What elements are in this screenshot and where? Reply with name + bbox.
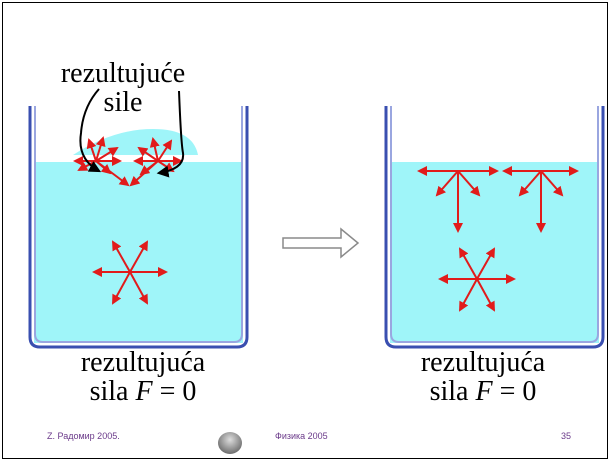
left-vessel-outline bbox=[28, 106, 249, 349]
right-water bbox=[390, 162, 599, 343]
right-caption-suffix: = 0 bbox=[492, 376, 537, 408]
hollow-right-arrow-icon bbox=[282, 227, 360, 259]
left-surface-forces bbox=[73, 136, 183, 187]
left-caption-variable: F bbox=[135, 376, 153, 408]
pointer-right bbox=[156, 90, 185, 178]
left-resultant-arrows bbox=[95, 160, 159, 187]
right-surface-molecule-b bbox=[502, 166, 579, 233]
right-caption-variable: F bbox=[475, 376, 493, 408]
right-caption-line2: sila F = 0 bbox=[383, 377, 583, 406]
right-interior-molecule bbox=[438, 247, 516, 312]
right-vessel-outline bbox=[384, 106, 605, 349]
footer-page-number: 35 bbox=[561, 431, 572, 441]
resultant-forces-label-line1: rezultujuće bbox=[60, 58, 186, 89]
right-surface-forces bbox=[417, 166, 579, 233]
left-water bbox=[34, 162, 243, 343]
left-interior-molecule bbox=[92, 240, 168, 305]
footer-course: Физика 2005 bbox=[275, 431, 328, 441]
left-caption: rezultujuća sila F = 0 bbox=[43, 348, 243, 407]
label-pointers bbox=[79, 88, 185, 178]
right-vessel bbox=[384, 106, 605, 349]
left-vessel bbox=[28, 106, 249, 349]
footer-author: Z. Радомир 2005. bbox=[47, 431, 120, 441]
right-vessel-inner-wall bbox=[390, 106, 599, 343]
left-caption-prefix: sila bbox=[89, 376, 136, 408]
left-vessel-inner-wall bbox=[34, 106, 243, 343]
pointer-left bbox=[79, 88, 102, 173]
left-caption-line2: sila F = 0 bbox=[43, 377, 243, 406]
right-caption: rezultujuća sila F = 0 bbox=[383, 348, 583, 407]
resultant-forces-label: rezultujuće sile bbox=[55, 59, 191, 118]
university-seal-icon bbox=[218, 432, 242, 454]
left-caption-line1: rezultujuća bbox=[80, 347, 206, 378]
diagram-canvas bbox=[28, 88, 605, 349]
resultant-forces-label-line2: sile bbox=[103, 87, 143, 119]
right-caption-line1: rezultujuća bbox=[420, 347, 546, 378]
right-surface-molecule-a bbox=[417, 166, 499, 233]
right-caption-prefix: sila bbox=[429, 376, 476, 408]
left-caption-suffix: = 0 bbox=[152, 376, 197, 408]
